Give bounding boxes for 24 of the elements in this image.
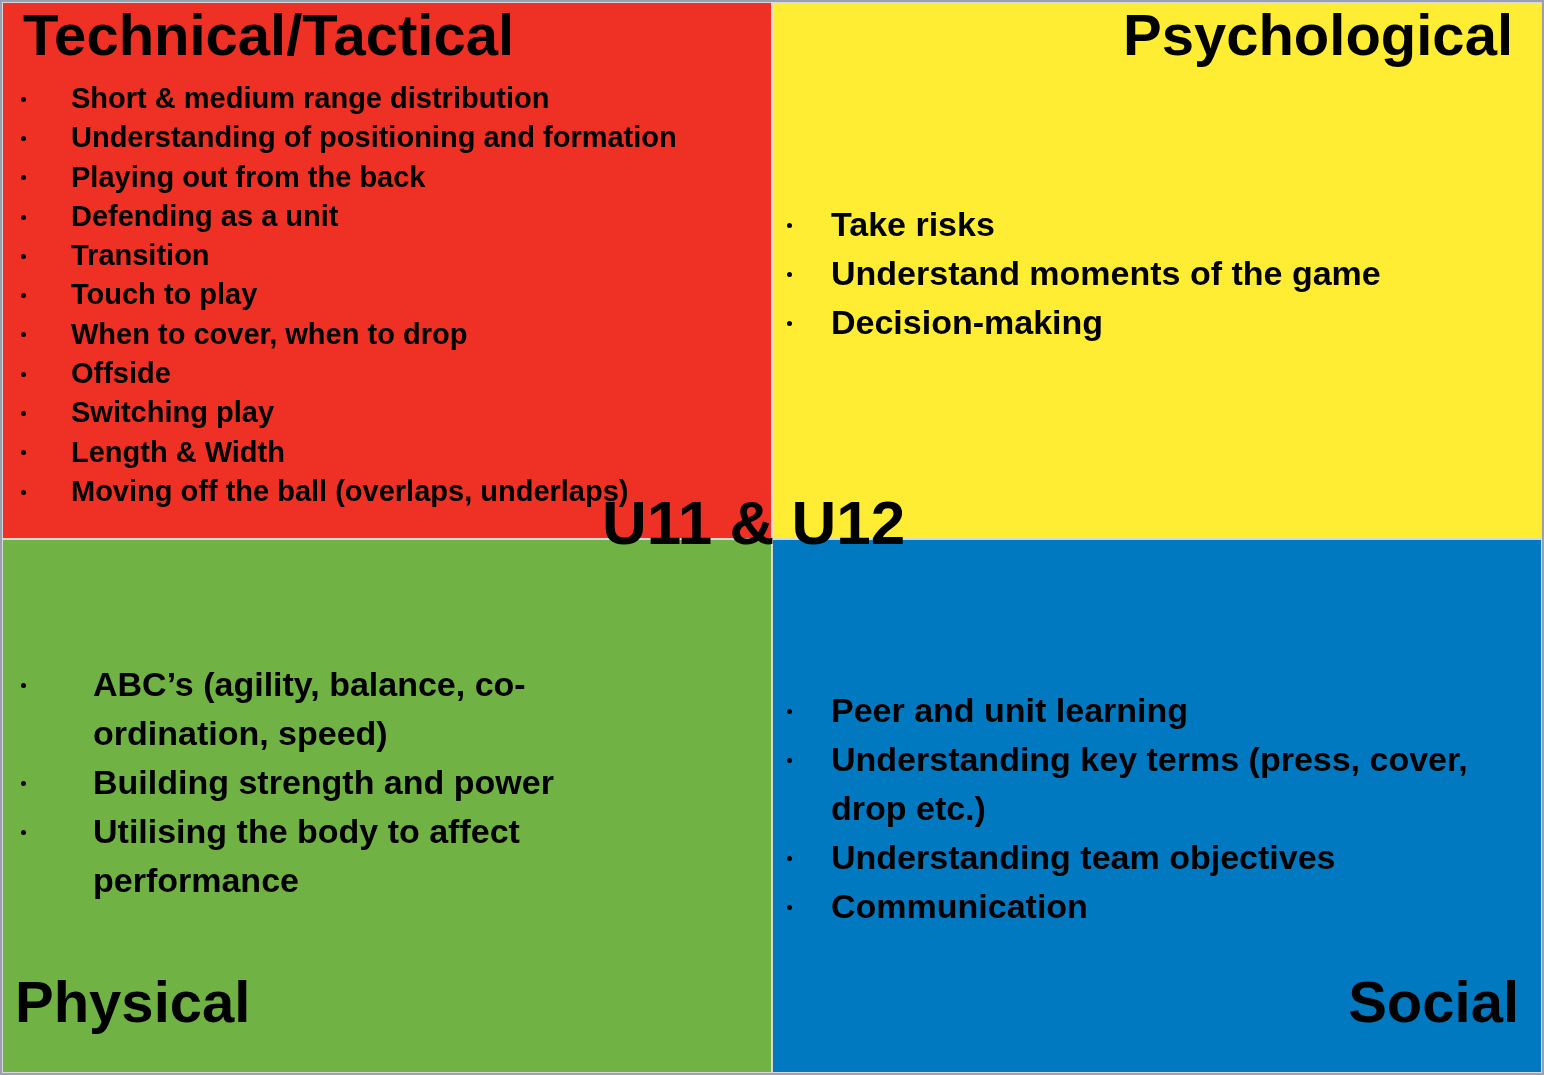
bullet-item: ABC’s (agility, balance, co-ordination, speed) xyxy=(93,664,527,754)
bullet-item: Short & medium range distribution xyxy=(71,81,551,116)
bullet-item: Communication xyxy=(831,886,1089,927)
quadrant-heading: Physical xyxy=(15,970,251,1034)
quadrant-heading: Psychological xyxy=(1122,3,1513,67)
bullet-item: Building strength and power xyxy=(93,762,555,803)
bullet-item: Switching play xyxy=(71,395,276,431)
quadrant-heading: Technical/Tactical xyxy=(23,3,515,67)
bullet-item: Understanding of positioning and formation xyxy=(71,120,678,156)
bullet-item: Defending as a unit xyxy=(71,198,340,234)
bullet-item: Understanding key terms (press, cover, drop etc.) xyxy=(831,739,1469,829)
bullet-item: Length & Width xyxy=(71,434,286,470)
bullet-item: Understanding team objectives xyxy=(831,837,1337,878)
bullet-item: When to cover, when to drop xyxy=(71,316,469,352)
bullet-item: Utilising the body to affect performance xyxy=(93,811,521,901)
bullet-item: Take risks xyxy=(831,204,996,245)
bullet-item: Understand moments of the game xyxy=(831,253,1382,294)
bullet-item: Playing out from the back xyxy=(71,159,427,195)
bullet-item: Decision-making xyxy=(831,302,1105,343)
bullet-item: Offside xyxy=(71,356,172,392)
bullet-item: Touch to play xyxy=(71,277,259,313)
quadrant-heading: Social xyxy=(1348,970,1519,1034)
bullet-item: Transition xyxy=(71,238,211,274)
bullet-item: Peer and unit learning xyxy=(831,690,1190,731)
